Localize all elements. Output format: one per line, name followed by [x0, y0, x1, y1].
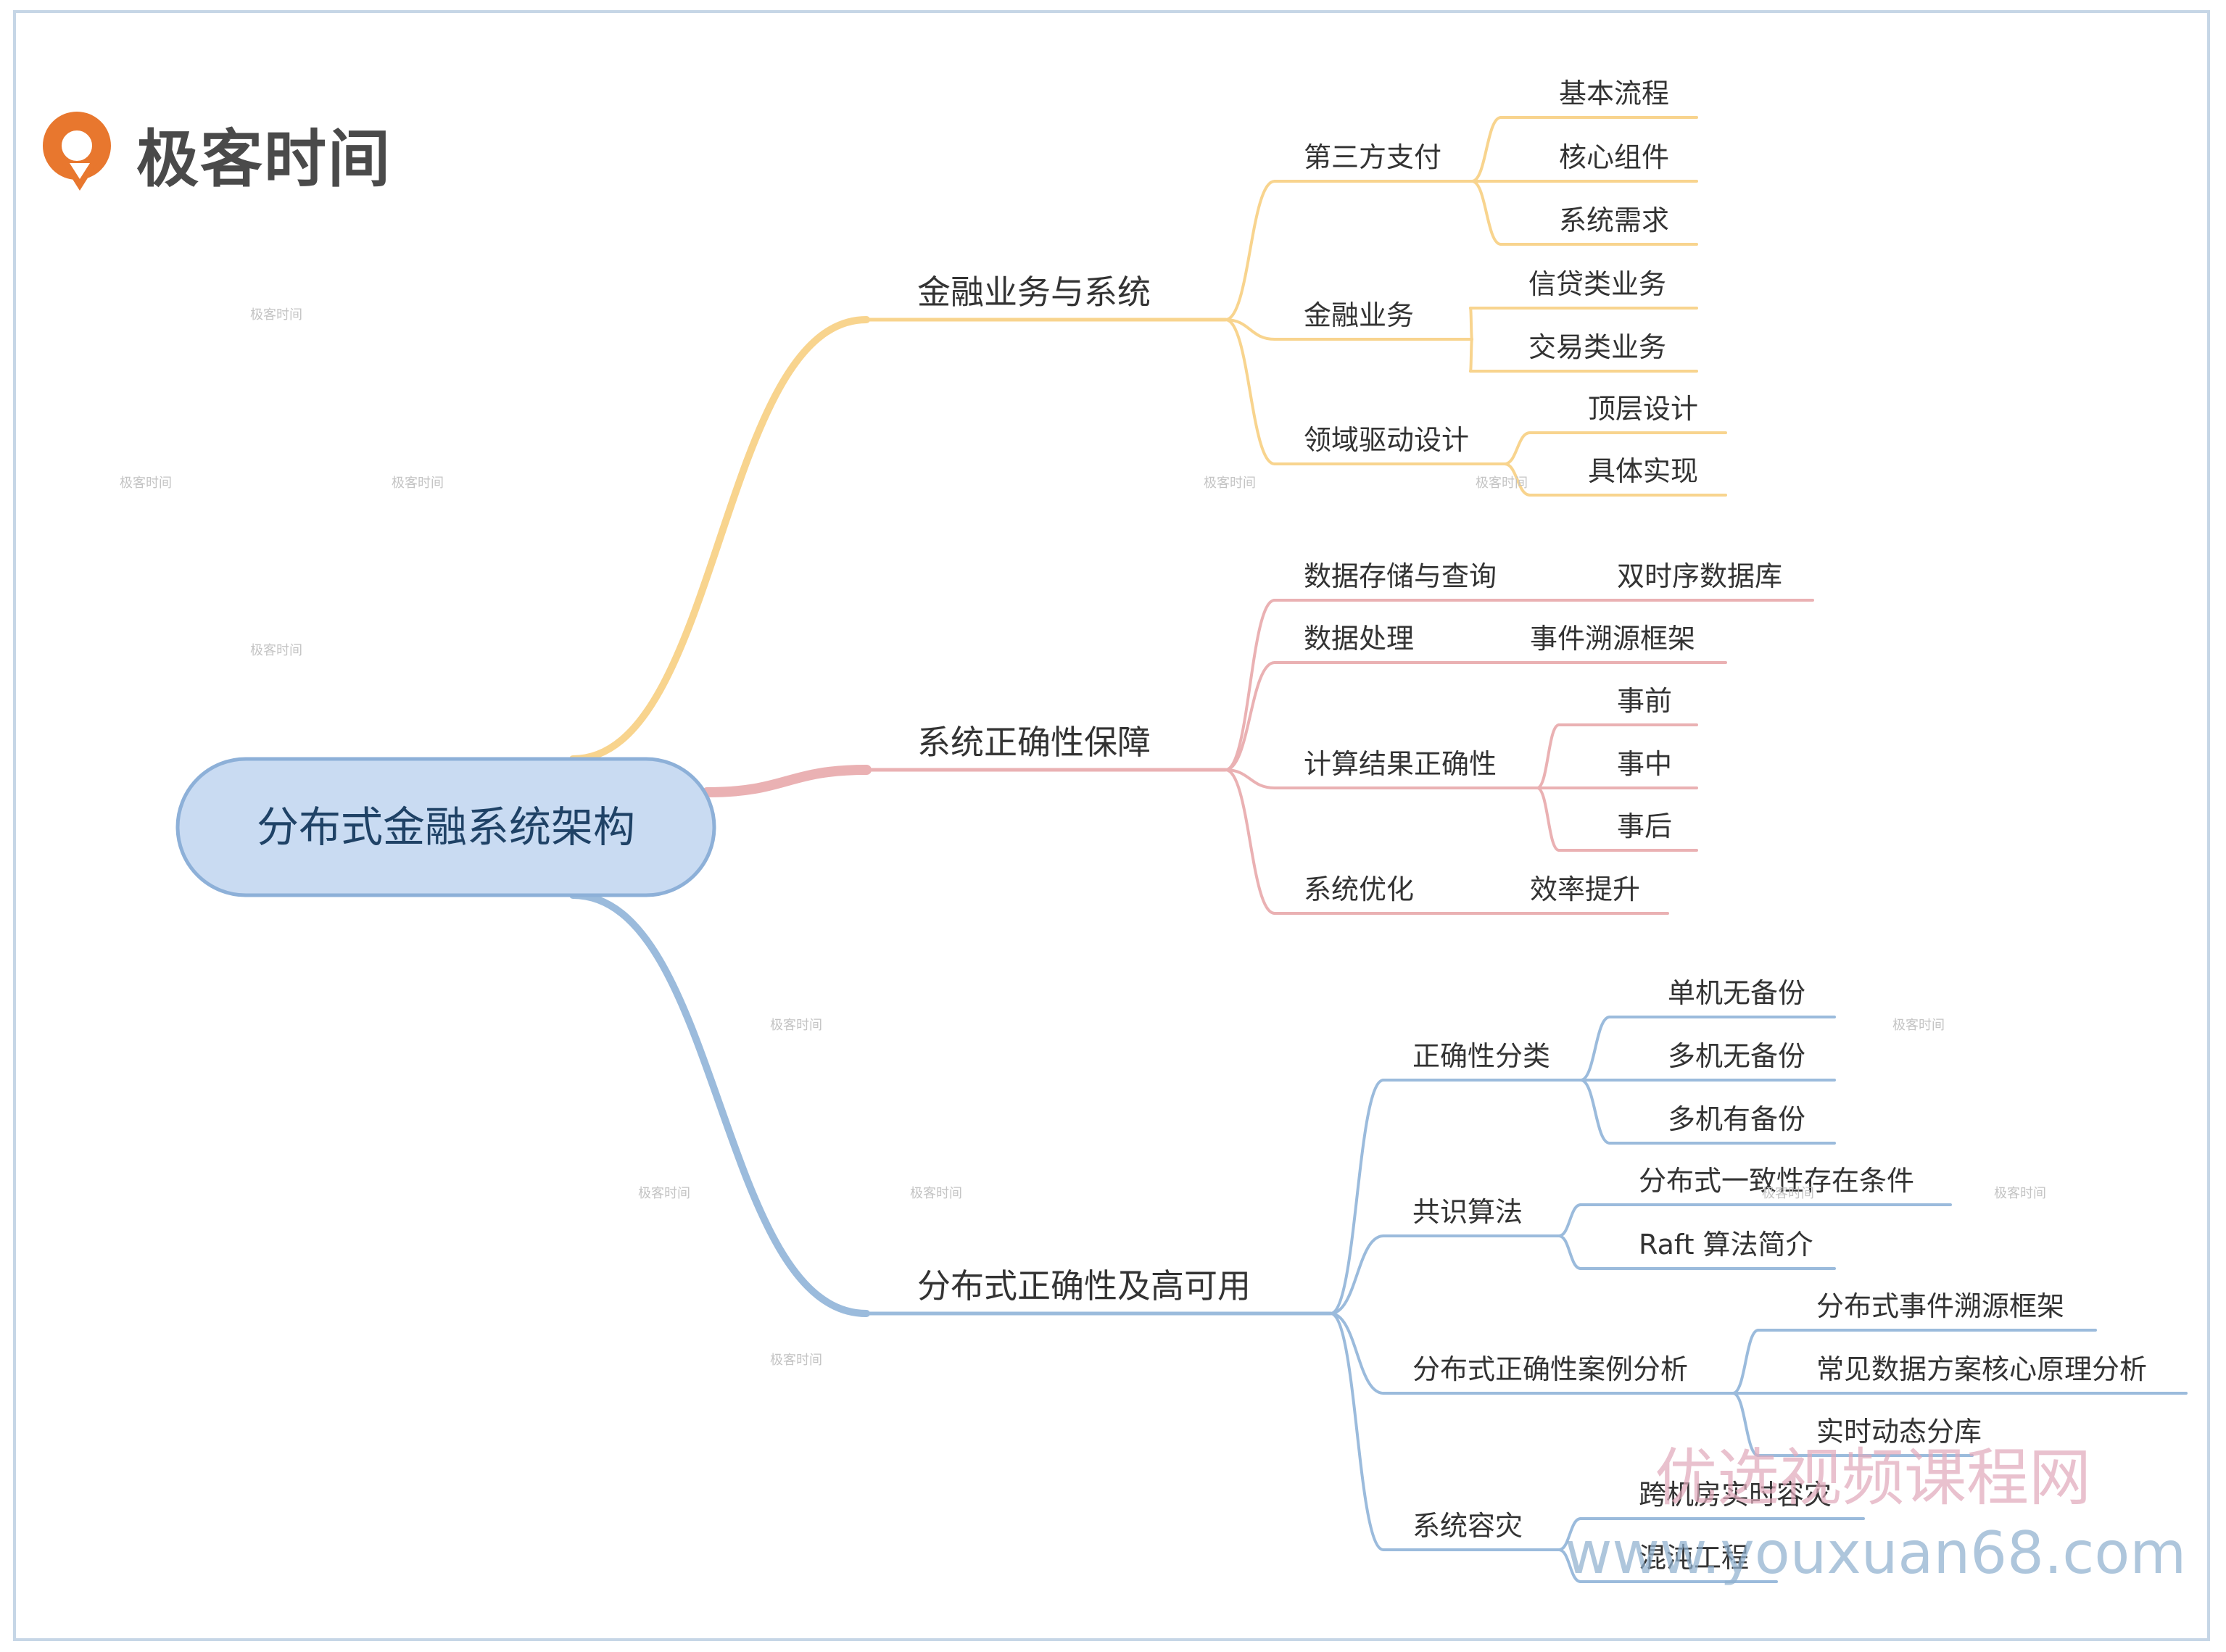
branch-topic[interactable]: 金融业务与系统	[917, 273, 1151, 312]
leaf-connector	[1731, 1392, 1760, 1457]
branch-topic[interactable]: 系统正确性保障	[917, 723, 1151, 762]
subtopic[interactable]: 系统容灾	[1412, 1510, 1523, 1542]
watermark-small: 极客时间	[1476, 476, 1528, 491]
subtopic[interactable]: 金融业务	[1304, 299, 1414, 331]
watermark-site-url: www.youxuan68.com	[1565, 1519, 2186, 1587]
watermark-small: 极客时间	[120, 476, 172, 491]
branch-topic[interactable]: 分布式正确性及高可用	[917, 1266, 1251, 1306]
branch-connector	[569, 892, 870, 1317]
subtopic-connector	[1224, 768, 1276, 789]
branch-connector	[702, 765, 872, 797]
leaf-connector	[1536, 786, 1560, 852]
subtopic[interactable]: 数据存储与查询	[1304, 560, 1497, 592]
leaf-topic[interactable]: 分布式一致性存在条件	[1639, 1165, 1914, 1197]
leaf-topic[interactable]: 交易类业务	[1528, 331, 1666, 363]
watermark-small: 极客时间	[638, 1186, 690, 1201]
subtopic[interactable]: 系统优化	[1304, 873, 1414, 905]
leaf-connector	[1557, 1548, 1582, 1583]
subtopic[interactable]: 数据处理	[1304, 623, 1414, 655]
watermark-small: 极客时间	[250, 307, 302, 323]
leaf-topic[interactable]: 信贷类业务	[1528, 268, 1666, 300]
subtopic-connector	[1224, 768, 1276, 915]
watermark-small: 极客时间	[910, 1186, 962, 1201]
subtopic-connector	[1224, 318, 1276, 341]
subtopic[interactable]: 第三方支付	[1304, 141, 1441, 173]
root-node-label[interactable]: 分布式金融系统架构	[257, 802, 635, 852]
subtopic-connector	[1329, 1234, 1385, 1315]
leaf-connector	[1579, 1079, 1611, 1145]
leaf-connector	[1503, 431, 1531, 465]
leaf-connector	[1469, 307, 1473, 341]
subtopic[interactable]: 正确性分类	[1412, 1040, 1550, 1072]
leaf-topic[interactable]: 效率提升	[1530, 873, 1640, 905]
leaf-topic[interactable]: 多机有备份	[1668, 1103, 1805, 1135]
watermark-small: 极客时间	[1892, 1018, 1945, 1033]
subtopic[interactable]: 分布式正确性案例分析	[1412, 1353, 1688, 1385]
leaf-topic[interactable]: 基本流程	[1559, 78, 1669, 109]
leaf-connector	[1731, 1329, 1760, 1395]
leaf-connector	[1470, 116, 1502, 183]
watermark-small: 极客时间	[770, 1353, 822, 1368]
leaf-topic[interactable]: 单机无备份	[1668, 977, 1805, 1009]
subtopic-connector	[1329, 1312, 1385, 1395]
leaf-connector	[1557, 1203, 1582, 1237]
leaf-topic[interactable]: 事件溯源框架	[1530, 623, 1695, 655]
subtopic[interactable]: 领域驱动设计	[1304, 424, 1469, 456]
subtopic[interactable]: 共识算法	[1412, 1196, 1523, 1228]
leaf-connector	[1579, 1016, 1611, 1082]
leaf-connector	[1557, 1234, 1582, 1270]
leaf-topic[interactable]: 分布式事件溯源框架	[1816, 1290, 2064, 1322]
watermark-site-name: 优选视频课程网	[1655, 1442, 2091, 1514]
brand-logo: 极客时间	[41, 106, 392, 200]
leaf-topic[interactable]: 核心组件	[1559, 141, 1669, 173]
logo-text: 极客时间	[136, 123, 392, 196]
subtopic-connector	[1224, 599, 1276, 771]
subtopic-connector	[1329, 1312, 1385, 1551]
leaf-topic[interactable]: 事中	[1617, 748, 1672, 780]
leaf-connector	[1469, 338, 1473, 373]
leaf-topic[interactable]: 系统需求	[1559, 204, 1669, 236]
leaf-connector	[1557, 1517, 1582, 1551]
geektime-q-logo-icon	[43, 112, 111, 191]
leaf-topic[interactable]: 实时动态分库	[1816, 1416, 1982, 1448]
root-node[interactable]	[175, 757, 716, 897]
subtopic-connector	[1329, 1079, 1385, 1315]
leaf-topic[interactable]: 具体实现	[1588, 455, 1698, 487]
leaf-topic[interactable]: 事后	[1617, 810, 1672, 842]
image-frame	[13, 10, 2210, 1641]
subtopic-connector	[1224, 661, 1276, 771]
leaf-connector	[1536, 723, 1560, 789]
subtopic[interactable]: 计算结果正确性	[1304, 748, 1497, 780]
watermark-small: 极客时间	[1204, 476, 1256, 491]
watermark-small: 极客时间	[250, 643, 302, 658]
leaf-topic[interactable]: Raft 算法简介	[1639, 1229, 1813, 1261]
leaf-topic[interactable]: 双时序数据库	[1617, 560, 1782, 592]
watermark-small: 极客时间	[1762, 1186, 1814, 1201]
leaf-topic[interactable]: 混沌工程	[1639, 1542, 1749, 1574]
subtopic-connector	[1224, 318, 1276, 465]
leaf-topic[interactable]: 跨机房实时容灾	[1639, 1479, 1832, 1511]
leaf-topic[interactable]: 事前	[1617, 685, 1672, 717]
watermark-small: 极客时间	[1994, 1186, 2046, 1201]
subtopic-connector	[1224, 180, 1276, 321]
leaf-topic[interactable]: 顶层设计	[1588, 393, 1698, 425]
leaf-connector	[1470, 180, 1502, 246]
watermark-small: 极客时间	[392, 476, 444, 491]
watermark-small: 极客时间	[770, 1018, 822, 1033]
leaf-connector	[1503, 462, 1531, 497]
leaf-topic[interactable]: 多机无备份	[1668, 1040, 1805, 1072]
branch-connector	[569, 316, 870, 763]
leaf-topic[interactable]: 常见数据方案核心原理分析	[1816, 1353, 2147, 1385]
